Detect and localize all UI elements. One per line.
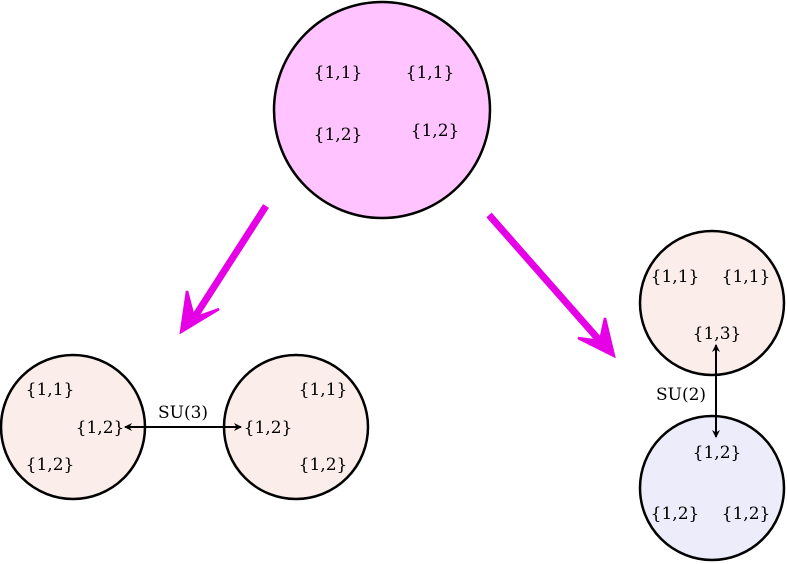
left-a-label-2: {1,2}: [76, 418, 125, 438]
left-split-arrow: [179, 204, 269, 335]
top-label-3: {1,2}: [314, 125, 363, 145]
right-split-arrow: [486, 212, 616, 359]
right-lower-circle: [638, 414, 786, 562]
left-a-label-1: {1,1}: [26, 380, 75, 400]
left-b-label-2: {1,2}: [244, 418, 293, 438]
left-a-label-3: {1,2}: [26, 455, 75, 475]
right-lower-label-2: {1,2}: [651, 504, 700, 524]
right-upper-label-3: {1,3}: [693, 324, 742, 344]
right-upper-label-1: {1,1}: [651, 267, 700, 287]
su2-label: SU(2): [656, 385, 706, 405]
right-lower-label-1: {1,2}: [693, 443, 742, 463]
top-label-2: {1,1}: [406, 63, 455, 83]
su3-label: SU(3): [158, 403, 208, 423]
right-upper-circle: [638, 229, 786, 377]
right-lower-label-3: {1,2}: [722, 504, 771, 524]
top-label-1: {1,1}: [314, 63, 363, 83]
left-b-label-1: {1,1}: [299, 380, 348, 400]
top-label-4: {1,2}: [411, 121, 460, 141]
left-b-label-3: {1,2}: [299, 455, 348, 475]
top-circle: [272, 0, 492, 220]
right-upper-label-2: {1,1}: [722, 267, 771, 287]
